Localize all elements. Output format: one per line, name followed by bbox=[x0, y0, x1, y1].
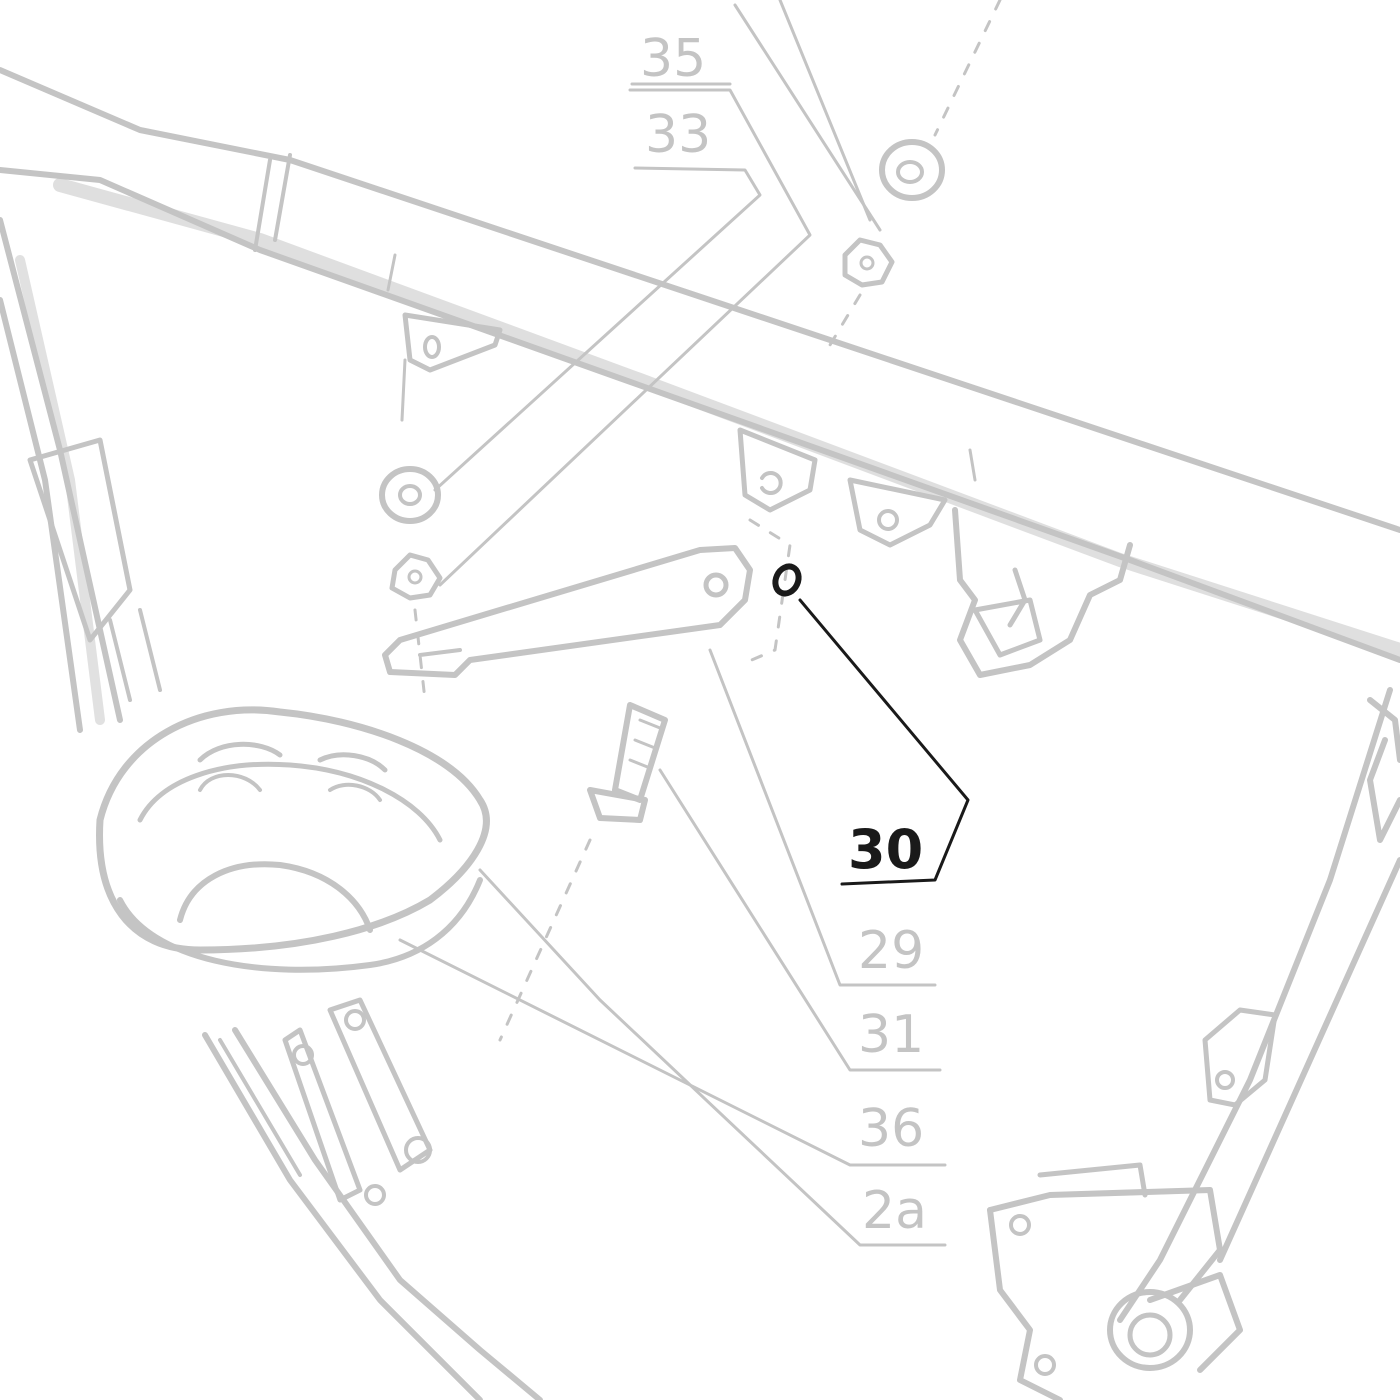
nut-left-upper bbox=[379, 466, 441, 524]
nut-right-upper bbox=[879, 139, 945, 201]
leader-line-36-upper bbox=[733, 0, 882, 232]
leader-line-2a bbox=[478, 868, 947, 1247]
callout-29: 29 bbox=[858, 921, 924, 981]
leader-line-35 bbox=[438, 88, 812, 587]
rear-clamp bbox=[952, 507, 1133, 678]
gearbox-housing bbox=[987, 1162, 1243, 1400]
pin-bolt bbox=[587, 702, 668, 823]
kick-lever bbox=[382, 545, 753, 678]
svg-text:2a: 2a bbox=[862, 1181, 927, 1241]
svg-text:33: 33 bbox=[645, 105, 711, 165]
assembly-axes bbox=[413, 0, 1002, 1042]
leader-line-30 bbox=[798, 598, 970, 886]
callout-2a: 2a bbox=[862, 1181, 927, 1241]
front-down-tube bbox=[0, 217, 162, 733]
svg-text:31: 31 bbox=[858, 1005, 924, 1065]
rear-swing-arm bbox=[202, 997, 543, 1400]
lock-washer-right bbox=[842, 237, 895, 288]
svg-text:29: 29 bbox=[858, 921, 924, 981]
frame-bracket-left bbox=[400, 312, 503, 422]
svg-text:35: 35 bbox=[640, 29, 706, 89]
leader-line-33 bbox=[433, 166, 762, 492]
small-ring-washer-icon bbox=[772, 563, 802, 597]
leader-line-31 bbox=[658, 768, 942, 1072]
callout-31: 31 bbox=[858, 1005, 924, 1065]
frame-top-tube bbox=[0, 67, 1400, 663]
rear-frame-stays bbox=[1117, 687, 1400, 1323]
callout-36: 36 bbox=[858, 1099, 924, 1159]
callout-35: 35 bbox=[630, 29, 732, 89]
frame-bracket-right bbox=[847, 477, 948, 548]
leader-line-36 bbox=[398, 938, 947, 1167]
seat-pan bbox=[96, 706, 490, 973]
leader-line-29 bbox=[708, 648, 937, 987]
svg-text:30: 30 bbox=[848, 818, 923, 881]
frame-bracket-middle bbox=[737, 427, 818, 513]
callout-30: 30 bbox=[848, 818, 923, 881]
callout-33: 33 bbox=[645, 105, 711, 165]
lock-washer-left bbox=[389, 552, 443, 601]
svg-text:36: 36 bbox=[858, 1099, 924, 1159]
